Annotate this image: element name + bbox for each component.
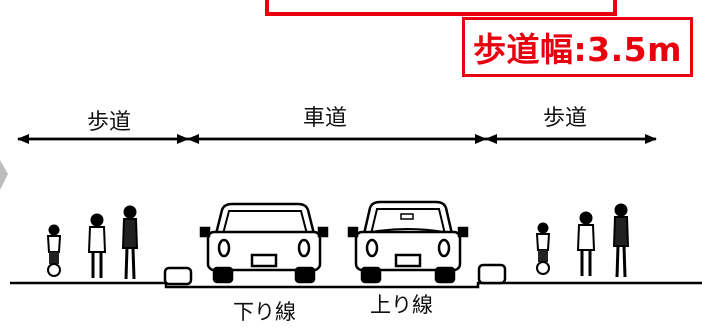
up-lane-label: 上り線 [370,293,433,317]
left-pedestrians-icon [46,205,139,280]
left-curb [163,266,193,286]
up-lane-car-icon [347,200,469,284]
sidewalk-width-text: 歩道幅:3.5m [472,30,683,69]
down-lane-label: 下り線 [233,300,296,324]
roadway-label: 車道 [303,106,348,131]
left-sidewalk-label: 歩道 [87,110,132,135]
top-frame-decoration [265,0,617,16]
right-sidewalk-label: 歩道 [543,106,588,131]
right-curb [477,263,507,285]
sidewalk-width-badge: 歩道幅:3.5m [462,17,693,77]
down-lane-car-icon [199,202,329,284]
ground-line [10,281,702,289]
left-chevron-icon [0,160,8,190]
right-pedestrians-icon [535,203,630,278]
